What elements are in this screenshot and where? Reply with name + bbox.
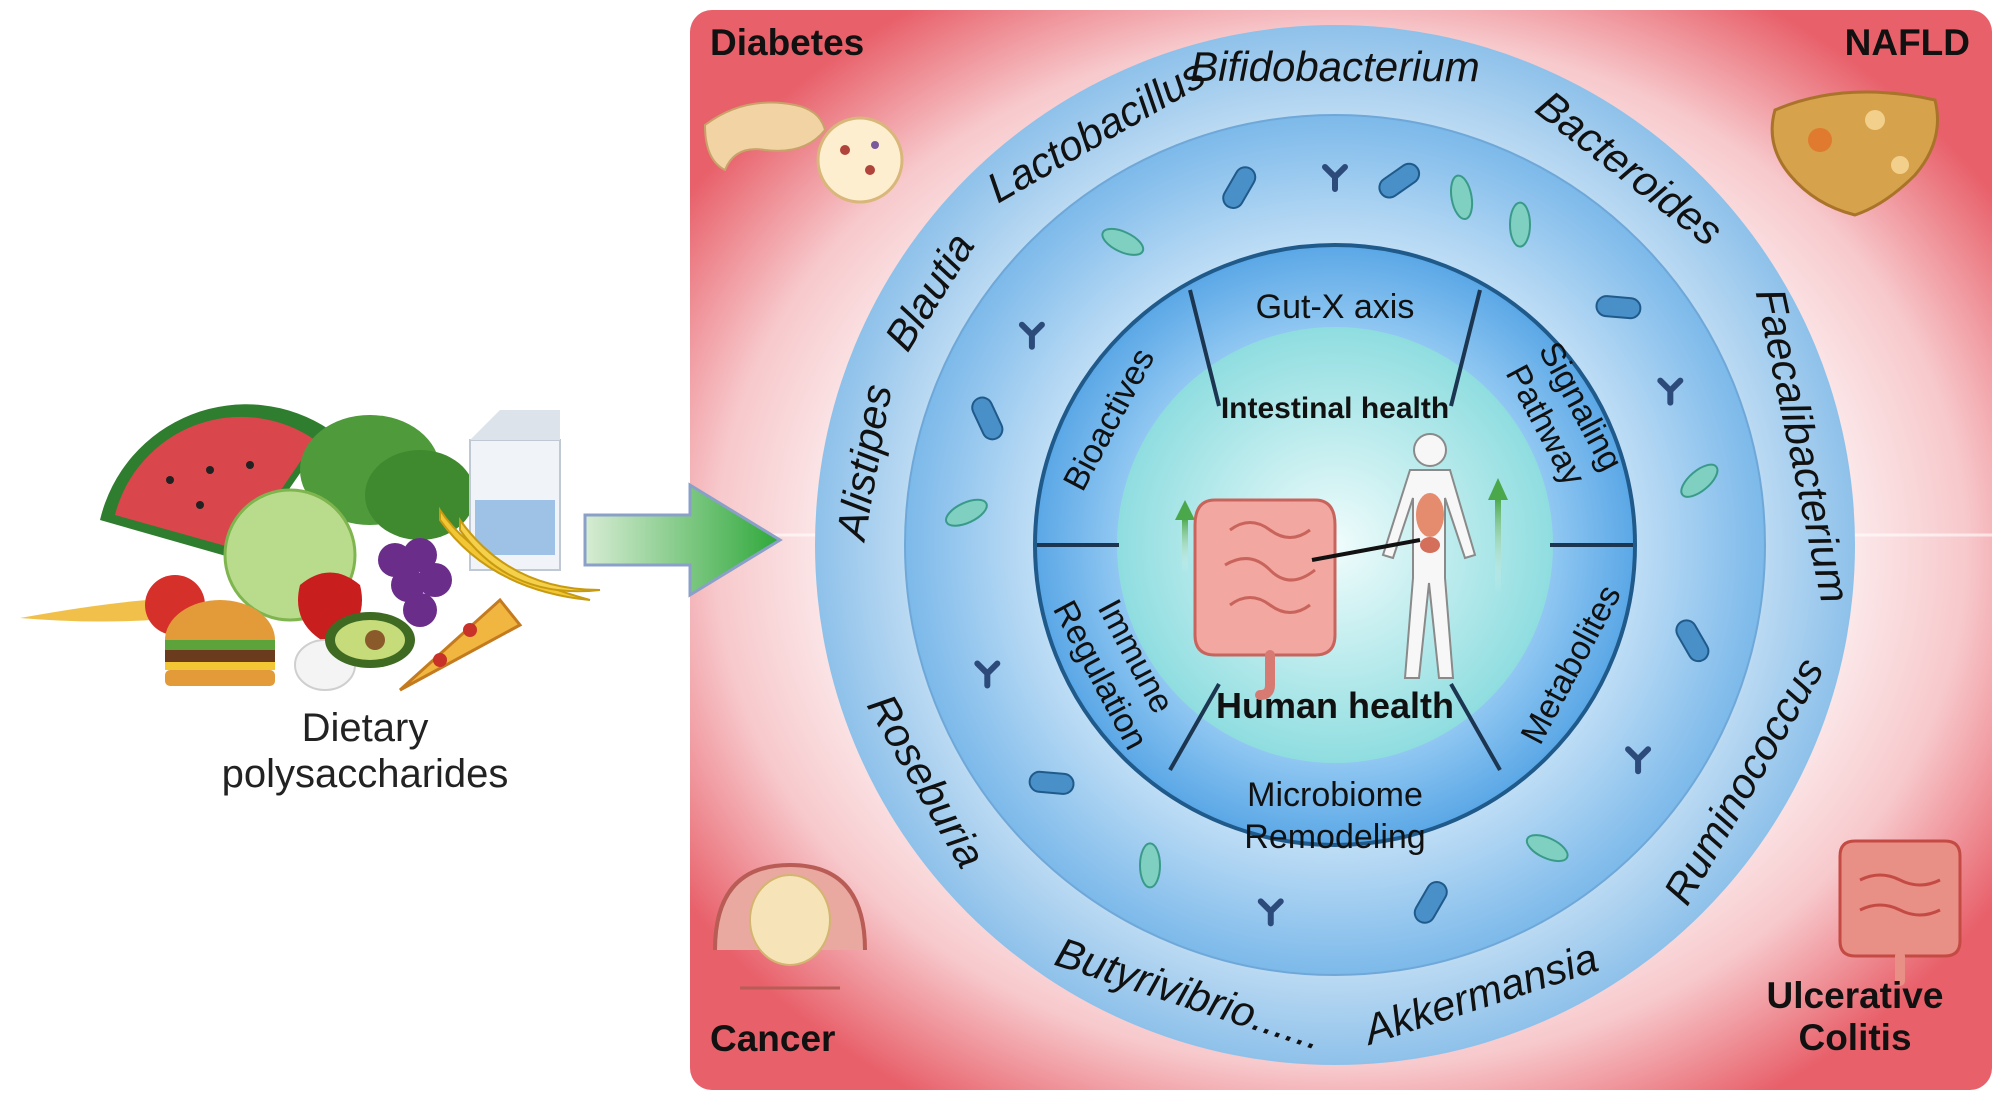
oval-bacterium-icon <box>1509 201 1531 248</box>
colon-cancer-icon <box>713 862 867 990</box>
food-caption: Dietary polysaccharides <box>150 705 580 797</box>
oval-bacterium-icon <box>1680 463 1719 498</box>
grapes-icon <box>378 538 452 627</box>
up-arrow-right-icon <box>1488 478 1508 593</box>
human-body-icon <box>1381 433 1477 679</box>
pizza-icon <box>398 597 523 692</box>
bacteria-label-1: Bifidobacterium <box>1190 43 1479 90</box>
food-caption-line2: polysaccharides <box>221 752 509 796</box>
nafld-label: NAFLD <box>1844 22 1970 63</box>
colitis-label: Ulcerative Colitis <box>1740 975 1970 1059</box>
burger-icon <box>165 600 275 686</box>
intestine-icon <box>1193 498 1337 700</box>
connector-line <box>1311 538 1421 562</box>
oval-bacterium-icon <box>1139 842 1161 889</box>
food-illustration <box>20 404 601 692</box>
colitis-label-line1: Ulcerative <box>1766 975 1944 1016</box>
rod-bacterium-icon <box>1222 166 1257 209</box>
antibody-icon <box>1018 321 1045 350</box>
rod-bacterium-icon <box>1675 619 1710 663</box>
microbiome-label-2: Remodeling <box>1244 818 1425 856</box>
flow-arrow-icon <box>583 482 783 598</box>
antibody-icon <box>1257 898 1284 927</box>
rod-bacterium-icon <box>971 396 1004 441</box>
microbiome-label-1: Microbiome <box>1247 776 1423 814</box>
antibody-icon <box>1322 164 1348 192</box>
cancer-label: Cancer <box>710 1018 836 1059</box>
antibody-icon <box>974 660 1001 689</box>
antibody-icon <box>1657 377 1684 406</box>
center-content: Intestinal health Human health <box>1175 392 1508 726</box>
rod-bacterium-icon <box>1028 770 1075 795</box>
sector-dividers <box>1037 289 1633 771</box>
watermelon-icon <box>100 404 330 560</box>
microbe-decorations <box>945 162 1719 927</box>
human-health-label: Human health <box>1216 685 1454 726</box>
fatty-liver-icon <box>1770 90 1939 217</box>
food-caption-line1: Dietary <box>301 706 429 750</box>
oval-bacterium-icon <box>1101 227 1145 256</box>
oval-bacterium-icon <box>1525 834 1569 863</box>
leafy-greens-icon <box>300 415 475 540</box>
intestinal-health-label: Intestinal health <box>1221 392 1449 425</box>
rod-bacterium-icon <box>1595 295 1642 320</box>
up-arrow-left-icon <box>1175 500 1195 573</box>
antibody-icon <box>1625 746 1652 775</box>
oval-bacterium-icon <box>1449 174 1474 221</box>
avocado-icon <box>325 612 415 668</box>
bananas-icon <box>439 506 601 601</box>
diabetes-label: Diabetes <box>710 22 865 63</box>
pancreas-icon <box>703 101 904 204</box>
inflamed-colon-icon <box>1838 839 1962 986</box>
colitis-label-line2: Colitis <box>1798 1017 1912 1058</box>
rod-bacterium-icon <box>1413 881 1448 924</box>
oval-bacterium-icon <box>945 498 988 527</box>
milk-carton-icon <box>469 410 561 571</box>
rod-bacterium-icon <box>1378 162 1421 199</box>
gut-x-axis-label: Gut-X axis <box>1256 288 1415 326</box>
